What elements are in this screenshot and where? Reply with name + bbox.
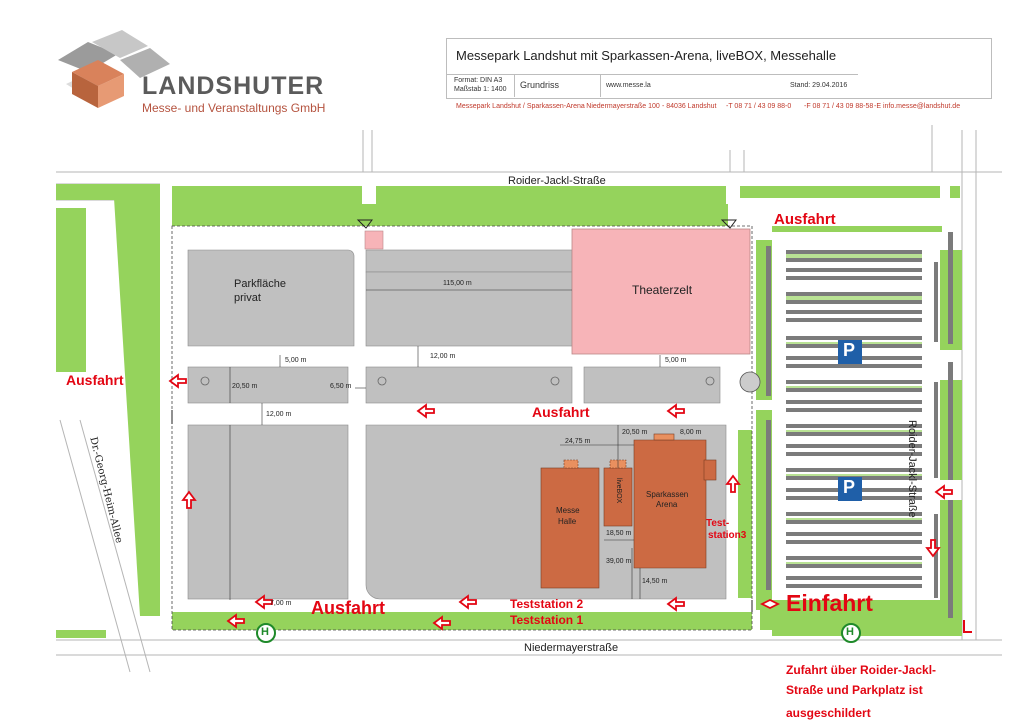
street-east: Roider-Jackl-Straße [906, 420, 918, 518]
access-note-1: Zufahrt über Roider-Jackl- [786, 663, 937, 677]
bus-stop-east: H [846, 626, 854, 638]
dimension-lines [229, 289, 661, 600]
dim-650: 6,50 m [330, 383, 352, 390]
logo-subtitle: Messe- und Veranstaltungs GmbH [142, 101, 326, 115]
bus-stop-west: H [261, 626, 269, 638]
dim-800: 8,00 m [680, 429, 702, 436]
exit-label-center: Ausfahrt [532, 404, 590, 420]
teststation3-label-2: station3 [708, 530, 747, 541]
dim-2050a: 20,50 m [232, 383, 258, 390]
messe-halle-label-2: Halle [558, 517, 577, 526]
exit-label-west: Ausfahrt [66, 372, 124, 388]
dim-1850: 18,50 m [606, 530, 632, 537]
logo-emblem [58, 30, 170, 108]
website: www.messe.la [606, 82, 651, 89]
private-parking-label-1: Parkfläche [234, 278, 286, 290]
dim-115: 115,00 m [443, 280, 472, 287]
street-south: Niedermayerstraße [524, 642, 619, 654]
traffic-arrows [168, 373, 953, 631]
dim-700: 7,00 m [270, 600, 292, 607]
teststation1-label: Teststation 1 [510, 613, 584, 627]
logo-title: LANDSHUTER [142, 72, 325, 100]
private-parking-label-2: privat [234, 292, 261, 304]
access-note-3: ausgeschildert [786, 706, 871, 720]
plan-type: Grundriss [520, 80, 560, 90]
contact-line-3: - 84036 Landshut [662, 103, 717, 110]
parking-sign-north: P [843, 340, 856, 360]
livebox-label: liveBOX [615, 478, 622, 504]
parking-sign-south: P [843, 477, 856, 497]
dim-2050b: 20,50 m [622, 429, 648, 436]
street-north: Roider-Jackl-Straße [508, 175, 606, 187]
contact-line-4: -T 08 71 / 43 09 88-0 [726, 103, 792, 110]
contact-line-1: Messepark Landshut / Sparkassen-Arena [456, 103, 585, 110]
dim-1450: 14,50 m [642, 578, 668, 585]
theaterzelt-label: Theaterzelt [632, 283, 693, 297]
arena-label-1: Sparkassen [646, 490, 689, 499]
contact-line-5: -F 08 71 / 43 09 88-58 [804, 103, 874, 110]
access-note-2: Straße und Parkplatz ist [786, 683, 923, 697]
dim-5b: 5,00 m [665, 357, 687, 364]
exit-label-south: Ausfahrt [311, 598, 386, 618]
arena-label-2: Arena [656, 500, 678, 509]
contact-line-6: -E info.messe@landshut.de [874, 103, 961, 110]
buildings [540, 433, 717, 589]
contact-line-2: - Niedermayerstraße 100 [582, 103, 660, 110]
dim-12a: 12,00 m [430, 353, 456, 360]
title-block [446, 38, 992, 99]
plan-title: Messepark Landshut mit Sparkassen-Arena,… [456, 48, 837, 63]
dim-2475: 24,75 m [565, 438, 591, 445]
dim-3900: 39,00 m [606, 558, 632, 565]
revision-date: Stand: 29.04.2016 [790, 82, 848, 89]
dim-12b: 12,00 m [266, 411, 292, 418]
teststation3-label-1: Test- [706, 518, 730, 529]
exit-label-northeast: Ausfahrt [774, 211, 836, 228]
theaterzelt [571, 228, 751, 355]
teststation2-label: Teststation 2 [510, 597, 584, 611]
format-label: Format: DIN A3 [454, 77, 503, 84]
entrance-label: Einfahrt [786, 590, 873, 616]
scale-label: Maßstab 1: 1400 [454, 86, 507, 93]
messe-halle-label-1: Messe [556, 506, 580, 515]
dim-5a: 5,00 m [285, 357, 307, 364]
